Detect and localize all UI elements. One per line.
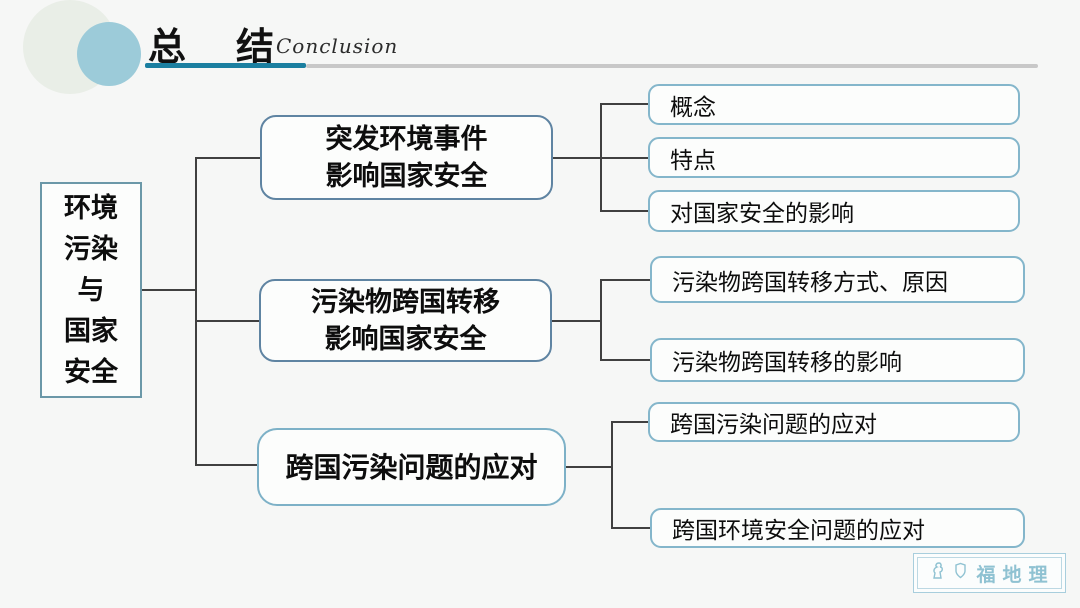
child-node-1-2: 特点 bbox=[648, 137, 1020, 178]
child-node-1-3: 对国家安全的影响 bbox=[648, 190, 1020, 232]
connector-branch3-child2 bbox=[611, 527, 650, 529]
watermark-logo: 福地理 bbox=[913, 553, 1066, 593]
connector-branch3-trunk bbox=[565, 466, 613, 468]
child-node-2-1: 污染物跨国转移方式、原因 bbox=[650, 256, 1025, 303]
connector-root-trunk bbox=[142, 289, 196, 291]
shield-icon bbox=[954, 562, 967, 584]
child-node-3-2: 跨国环境安全问题的应对 bbox=[650, 508, 1025, 548]
connector-branch2-trunk bbox=[551, 320, 602, 322]
connector-branch1-child2 bbox=[600, 157, 648, 159]
connector-branch3-child1 bbox=[611, 421, 648, 423]
root-node: 环境 污染 与 国家 安全 bbox=[40, 182, 142, 398]
root-node-line: 环境 bbox=[64, 192, 118, 223]
connector-root-branch2 bbox=[195, 320, 260, 322]
root-node-line: 国家 bbox=[64, 315, 118, 346]
page-title: 总 结 bbox=[148, 27, 281, 69]
connector-branch2-child1 bbox=[600, 279, 650, 281]
child-node-3-1: 跨国污染问题的应对 bbox=[648, 402, 1020, 442]
watermark-text: 福地理 bbox=[976, 564, 1055, 586]
connector-root-vertical bbox=[195, 157, 197, 466]
connector-branch1-child3 bbox=[600, 210, 648, 212]
page-subtitle: Conclusion bbox=[276, 34, 399, 58]
connector-root-branch1 bbox=[195, 157, 261, 159]
branch-node-3-label: 跨国污染问题的应对 bbox=[285, 451, 538, 483]
connector-root-branch3 bbox=[195, 464, 258, 466]
connector-branch3-vertical bbox=[611, 421, 613, 529]
bird-icon bbox=[931, 561, 945, 586]
connector-branch1-trunk bbox=[552, 157, 602, 159]
branch-node-1: 突发环境事件 影响国家安全 bbox=[260, 115, 553, 200]
root-node-line: 与 bbox=[77, 274, 105, 305]
branch-node-1-label: 突发环境事件 bbox=[325, 123, 488, 154]
branch-node-1-label: 影响国家安全 bbox=[325, 160, 488, 191]
branch-node-3: 跨国污染问题的应对 bbox=[257, 428, 566, 506]
decor-circle-teal bbox=[77, 22, 141, 86]
root-node-line: 污染 bbox=[64, 233, 118, 264]
root-node-line: 安全 bbox=[64, 356, 118, 387]
child-node-2-2: 污染物跨国转移的影响 bbox=[650, 338, 1025, 382]
title-divider-gray bbox=[306, 64, 1038, 68]
branch-node-2: 污染物跨国转移 影响国家安全 bbox=[259, 279, 552, 362]
title-divider-accent bbox=[145, 63, 306, 68]
watermark-frame: 福地理 bbox=[917, 557, 1062, 589]
branch-node-2-label: 污染物跨国转移 bbox=[311, 286, 500, 317]
child-node-1-1: 概念 bbox=[648, 84, 1020, 125]
connector-branch2-vertical bbox=[600, 279, 602, 361]
branch-node-2-label: 影响国家安全 bbox=[324, 323, 487, 354]
connector-branch1-child1 bbox=[600, 103, 648, 105]
connector-branch2-child2 bbox=[600, 359, 650, 361]
